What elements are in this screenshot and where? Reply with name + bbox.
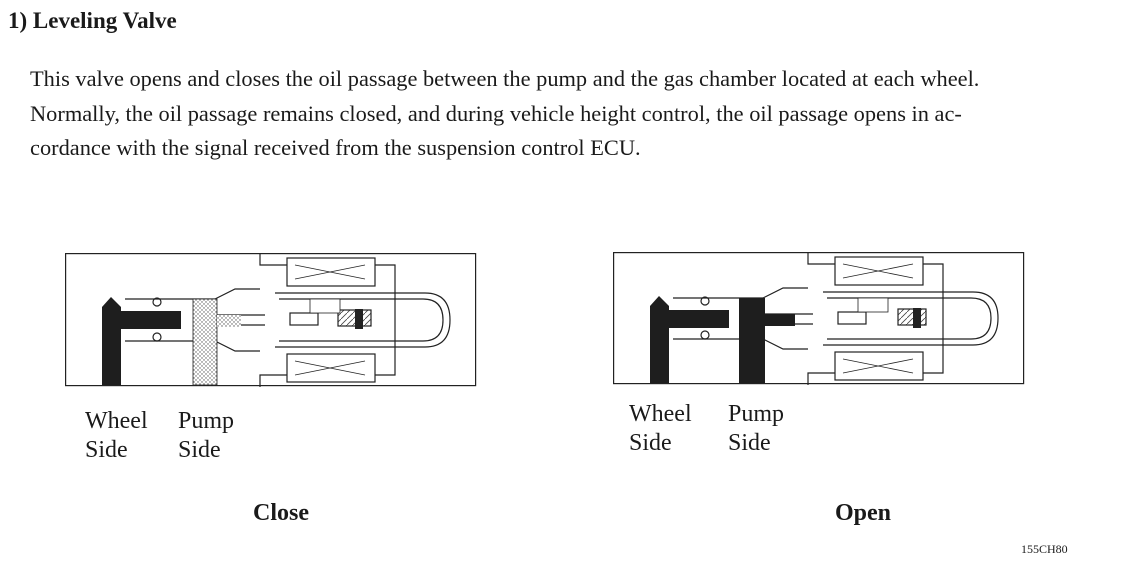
valve-open-diagram — [613, 252, 1025, 385]
description-line-3: cordance with the signal received from t… — [30, 135, 641, 160]
description-line-1: This valve opens and closes the oil pass… — [30, 66, 980, 91]
valve-close-diagram — [65, 253, 477, 387]
close-wheel-side-label: Wheel Side — [85, 408, 148, 463]
section-heading: 1) Leveling Valve — [8, 8, 177, 33]
description-paragraph: This valve opens and closes the oil pass… — [30, 62, 1120, 166]
description-line-2: Normally, the oil passage remains closed… — [30, 100, 962, 126]
close-caption: Close — [253, 500, 309, 526]
open-wheel-side-label: Wheel Side — [629, 401, 692, 456]
figure-code: 155CH80 — [1021, 542, 1068, 556]
open-caption: Open — [835, 500, 892, 526]
open-pump-side-label: Pump Side — [728, 401, 785, 456]
close-pump-side-label: Pump Side — [178, 408, 235, 463]
